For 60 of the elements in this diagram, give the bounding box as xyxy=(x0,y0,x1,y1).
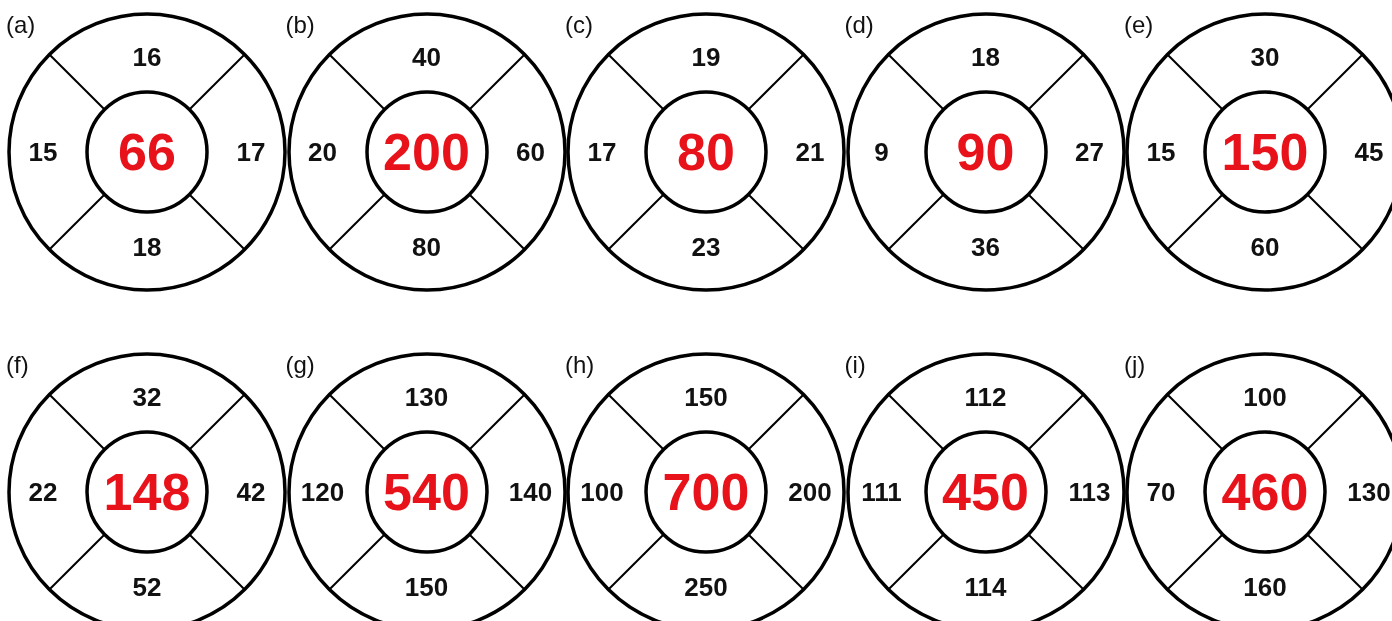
number: 23 xyxy=(691,234,721,260)
number: 52 xyxy=(132,574,162,600)
center-number: 540 xyxy=(383,466,470,518)
number: 19 xyxy=(691,44,721,70)
panel-label: (e) xyxy=(1124,13,1154,37)
number: 150 xyxy=(684,384,728,410)
panel-label: (a) xyxy=(6,13,36,37)
panel-label: (g) xyxy=(285,353,315,377)
number: 16 xyxy=(132,44,162,70)
number: 18 xyxy=(971,44,1000,70)
number: 17 xyxy=(587,139,617,165)
number: 36 xyxy=(971,234,1000,260)
number: 130 xyxy=(1347,479,1391,505)
panel-label: (c) xyxy=(565,13,593,37)
center-number: 80 xyxy=(677,126,735,178)
number: 22 xyxy=(28,479,58,505)
number: 80 xyxy=(412,234,441,260)
panel-label: (d) xyxy=(844,13,874,37)
number: 120 xyxy=(300,479,345,505)
number: 150 xyxy=(404,574,449,600)
number: 40 xyxy=(412,44,441,70)
center-number: 148 xyxy=(103,466,191,518)
number: 9 xyxy=(874,139,889,165)
panel-label: (i) xyxy=(844,353,866,377)
panel-label: (f) xyxy=(6,353,29,377)
number: 15 xyxy=(28,139,58,165)
center-number: 700 xyxy=(662,466,750,518)
center-number: 90 xyxy=(956,126,1015,178)
center-number: 460 xyxy=(1221,466,1309,518)
number: 27 xyxy=(1075,139,1104,165)
center-number: 200 xyxy=(383,126,470,178)
center-number: 150 xyxy=(1221,126,1309,178)
panel-label: (j) xyxy=(1124,353,1146,377)
number: 114 xyxy=(964,574,1007,600)
number: 18 xyxy=(132,234,162,260)
number: 130 xyxy=(404,384,449,410)
number: 60 xyxy=(1250,234,1280,260)
number: 250 xyxy=(684,574,728,600)
number: 30 xyxy=(1250,44,1280,70)
number: 32 xyxy=(132,384,162,410)
number: 60 xyxy=(516,139,545,165)
number: 111 xyxy=(861,479,902,505)
number: 160 xyxy=(1243,574,1287,600)
number: 20 xyxy=(308,139,337,165)
number: 17 xyxy=(236,139,266,165)
center-number: 66 xyxy=(118,126,176,178)
number: 70 xyxy=(1146,479,1176,505)
number: 45 xyxy=(1354,139,1384,165)
number: 15 xyxy=(1146,139,1176,165)
number: 113 xyxy=(1068,479,1111,505)
panel-label: (h) xyxy=(565,353,595,377)
number: 200 xyxy=(788,479,832,505)
number: 112 xyxy=(964,384,1007,410)
center-number: 450 xyxy=(942,466,1029,518)
number: 100 xyxy=(580,479,624,505)
number: 100 xyxy=(1243,384,1287,410)
panel-label: (b) xyxy=(285,13,315,37)
number: 21 xyxy=(795,139,825,165)
number: 42 xyxy=(236,479,266,505)
number: 140 xyxy=(508,479,553,505)
